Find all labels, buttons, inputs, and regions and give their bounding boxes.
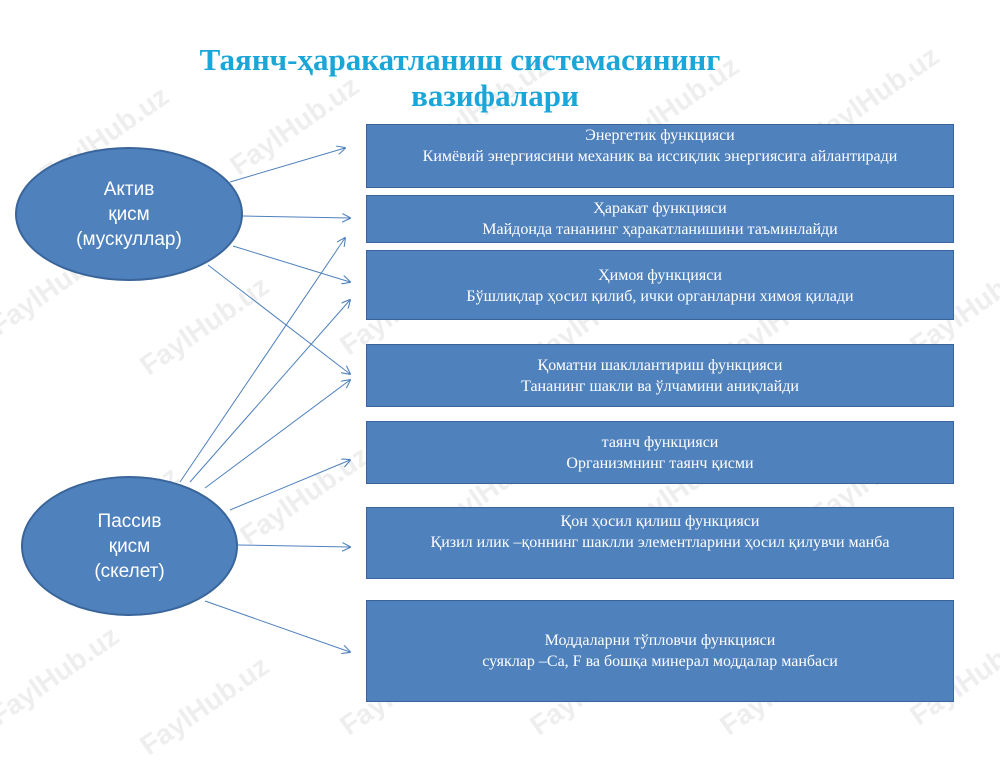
arrow-passive-movement bbox=[179, 238, 345, 483]
function-box-energy: Энергетик функцияси Кимёвий энергиясини … bbox=[366, 124, 954, 188]
arrow-passive-storage bbox=[204, 600, 350, 652]
arrow-passive-protection bbox=[189, 300, 350, 483]
function-box-protection: Ҳимоя функцияси Бўшлиқлар ҳосил қилиб, и… bbox=[366, 250, 954, 320]
function-box-movement: Ҳаракат функцияси Майдонда тананинг ҳара… bbox=[366, 195, 954, 243]
active-part-line-1: Актив bbox=[103, 178, 155, 200]
function-box-blood-formation: Қон ҳосил қилиш функцияси Қизил илик –қо… bbox=[366, 507, 954, 579]
passive-part-ellipse: Пассив қисм (скелет) bbox=[21, 476, 238, 616]
active-part-ellipse: Актив қисм (мускуллар) bbox=[15, 147, 243, 281]
function-name: Қоматни шакллантириш функцияси bbox=[537, 357, 783, 374]
function-name: Қон ҳосил қилиш функцияси bbox=[560, 513, 760, 530]
function-name: Энергетик функцияси bbox=[585, 127, 735, 144]
function-description: Организмнинг таянч қисми bbox=[566, 455, 754, 472]
active-part-line-3: (мускуллар) bbox=[76, 228, 182, 250]
passive-part-line-1: Пассив bbox=[97, 510, 162, 532]
passive-part-line-3: (скелет) bbox=[94, 560, 165, 582]
title-line-2: вазифалари bbox=[411, 78, 579, 113]
function-name: Ҳаракат функцияси bbox=[593, 200, 727, 217]
arrow-passive-blood bbox=[237, 545, 350, 547]
page-title: Таянч-ҳаракатланиш системасининг вазифал… bbox=[100, 42, 820, 114]
function-name: таянч функцияси bbox=[601, 434, 719, 451]
function-box-mineral-storage: Моддаларни тўпловчи функцияси суяклар –С… bbox=[366, 600, 954, 702]
function-description: суяклар –Са, F ва бошқа минерал моддалар… bbox=[482, 653, 838, 670]
arrow-passive-shape bbox=[204, 380, 350, 489]
passive-part-line-2: қисм bbox=[108, 535, 151, 557]
function-description: Кимёвий энергиясини механик ва иссиқлик … bbox=[422, 148, 898, 165]
function-description: Майдонда тананинг ҳаракатланишини таъмин… bbox=[482, 221, 838, 238]
function-name: Моддаларни тўпловчи функцияси bbox=[544, 632, 776, 649]
function-description: Тананинг шакли ва ўлчамини аниқлайди bbox=[521, 378, 799, 395]
function-description: Қизил илик –қоннинг шаклли элементларини… bbox=[430, 534, 890, 551]
arrow-passive-support bbox=[229, 460, 350, 511]
arrow-active-shape bbox=[207, 264, 350, 374]
function-box-shape: Қоматни шакллантириш функцияси Тананинг … bbox=[366, 344, 954, 407]
arrow-active-protection bbox=[232, 245, 350, 282]
active-part-line-2: қисм bbox=[108, 203, 150, 225]
arrow-active-movement bbox=[242, 216, 350, 218]
function-box-support: таянч функцияси Организмнинг таянч қисми bbox=[366, 421, 954, 484]
title-line-1: Таянч-ҳаракатланиш системасининг bbox=[199, 42, 721, 77]
function-description: Бўшлиқлар ҳосил қилиб, ички органларни х… bbox=[466, 288, 854, 305]
arrow-active-energy bbox=[229, 148, 345, 183]
function-name: Ҳимоя функцияси bbox=[598, 267, 722, 284]
